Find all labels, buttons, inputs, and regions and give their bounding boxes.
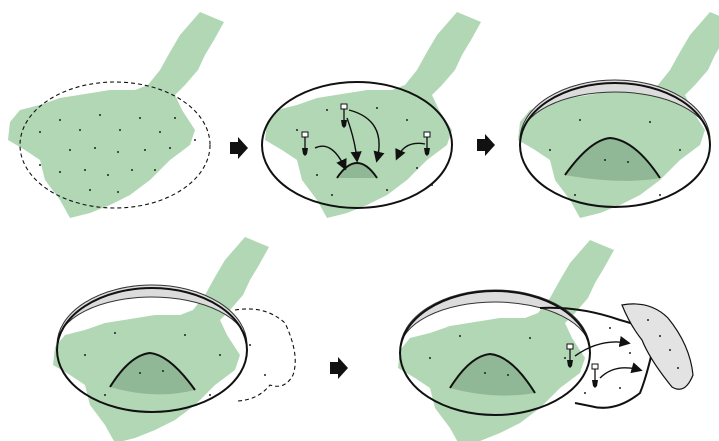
shovel-icon bbox=[592, 364, 598, 388]
panel-4 bbox=[53, 237, 295, 441]
panel-2 bbox=[262, 12, 481, 218]
land-area bbox=[265, 12, 481, 218]
land-area bbox=[518, 12, 719, 218]
right-arrow-icon bbox=[477, 134, 495, 156]
panel-1 bbox=[8, 12, 224, 218]
curved-arrow-icon bbox=[575, 342, 628, 356]
right-arrow-icon bbox=[330, 357, 348, 379]
land-area bbox=[8, 12, 224, 218]
panel-5 bbox=[398, 240, 655, 441]
land-area bbox=[398, 240, 614, 441]
right-arrow-icon bbox=[230, 137, 248, 159]
removed-soil-pile bbox=[622, 304, 693, 389]
curved-arrow-icon bbox=[600, 368, 640, 378]
expansion-boundary bbox=[235, 309, 295, 401]
panel-3 bbox=[518, 12, 719, 218]
land-area bbox=[53, 237, 269, 441]
